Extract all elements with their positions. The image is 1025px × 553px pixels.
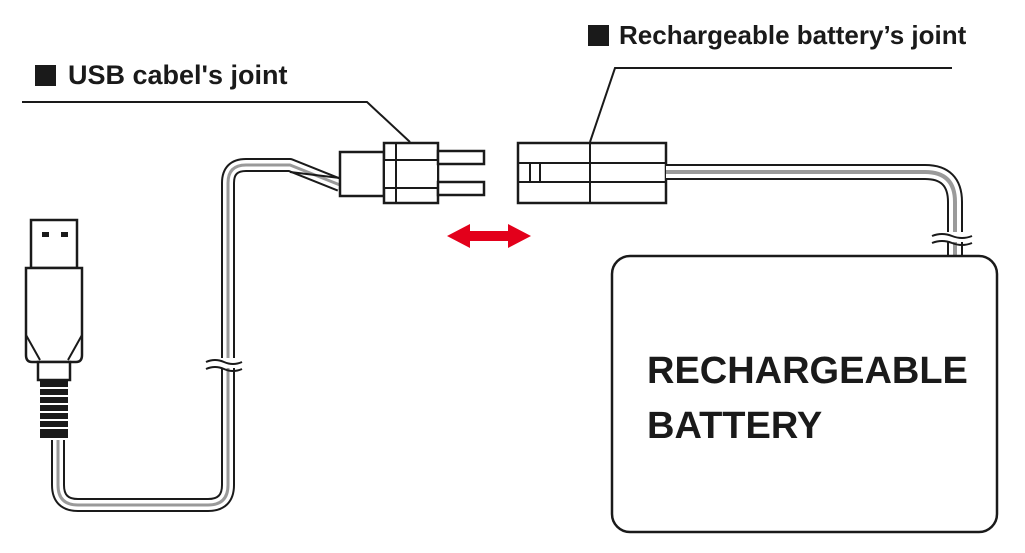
usb-joint-callout: USB cabel's joint [22, 60, 411, 143]
battery-wire [666, 164, 973, 260]
usb-joint-label: USB cabel's joint [68, 60, 287, 90]
battery-wire-break-mark [931, 232, 973, 246]
battery-side-connector [516, 141, 668, 205]
usb-cable-break-mark [205, 358, 243, 372]
battery-label-line2: BATTERY [647, 405, 822, 447]
battery-label-line1: RECHARGEABLE [647, 350, 968, 392]
usb-side-connector [338, 141, 486, 205]
usb-joint-bullet-icon [35, 65, 56, 86]
usb-cable-wire [51, 158, 343, 512]
usb-plug [24, 218, 84, 438]
battery-joint-callout: Rechargeable battery’s joint [588, 20, 967, 143]
rechargeable-battery-pack: RECHARGEABLE BATTERY [610, 254, 999, 534]
usb-strain-relief [40, 380, 68, 438]
usb-joint-leader-line [22, 101, 411, 143]
battery-joint-leader-line [589, 67, 952, 143]
usb-plug-tip [29, 218, 79, 270]
battery-joint-label: Rechargeable battery’s joint [619, 20, 967, 50]
usb-plug-body [24, 266, 84, 364]
battery-joint-bullet-icon [588, 25, 609, 46]
connect-arrow-icon [447, 224, 531, 248]
battery-body [610, 254, 999, 534]
